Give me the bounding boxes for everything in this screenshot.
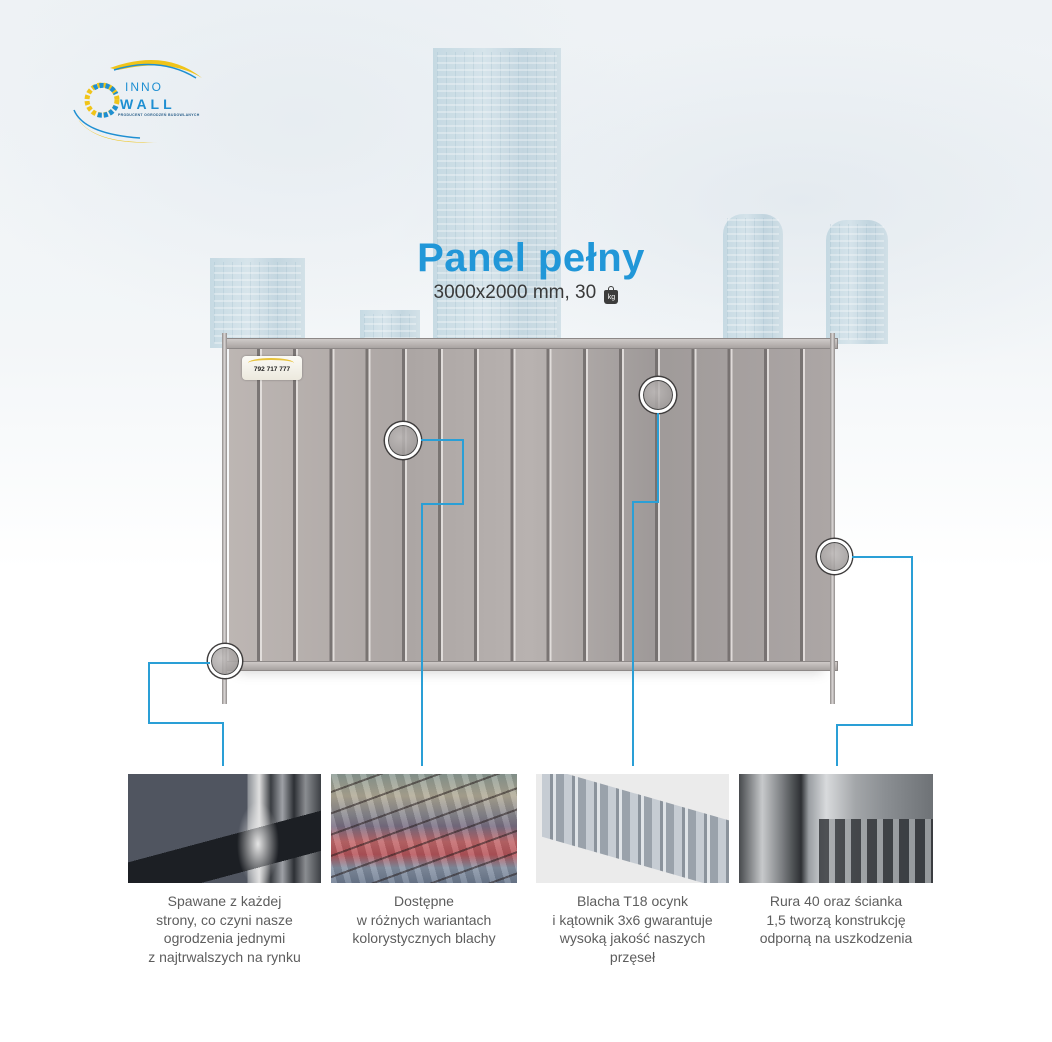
caption-line: i kątownik 3x6 gwarantuje — [552, 911, 713, 928]
caption-line: odporną na uszkodzenia — [759, 930, 913, 946]
logo-tagline: PRODUCENT OGRODZEŃ BUDOWLANYCH — [118, 113, 200, 117]
callout-sheet-color — [385, 422, 421, 459]
feature-caption-colors: Dostępne w różnych wariantach kolorystyc… — [321, 892, 527, 948]
innowall-logo: INNO WALL PRODUCENT OGRODZEŃ BUDOWLANYCH — [70, 50, 205, 150]
welded-pipes-photo — [128, 774, 321, 883]
building — [723, 214, 783, 344]
caption-line: w różnych wariantach — [356, 911, 492, 928]
building — [826, 220, 888, 344]
caption-line: wysoką jakość naszych — [559, 930, 706, 946]
caption-line: Rura 40 oraz ścianka — [769, 893, 903, 909]
callout-weld-point — [208, 644, 242, 678]
sticker-logo-icon — [248, 358, 294, 368]
caption-line: Dostępne — [394, 893, 454, 909]
fence-right-post — [830, 333, 835, 704]
fence-contact-sticker: 792 717 777 — [242, 356, 302, 380]
caption-line: 1,5 tworzą konstrukcję — [766, 911, 906, 928]
feature-caption-welding: Spawane z każdej strony, co czyni nasze … — [118, 892, 331, 966]
dimensions-text: 3000x2000 mm, 30 — [433, 282, 597, 303]
callout-pipe-frame — [817, 539, 852, 574]
caption-line: przęseł — [609, 948, 656, 965]
caption-line: z najtrwalszych na rynku — [148, 948, 301, 965]
caption-line: kolorystycznych blachy — [352, 930, 496, 946]
logo-word-wall: WALL — [120, 96, 176, 112]
fence-left-post — [222, 333, 227, 704]
kettlebell-weight-icon: kg — [604, 286, 619, 304]
caption-line: ogrodzenia jednymi — [163, 930, 286, 946]
sticker-phone: 792 717 777 — [253, 366, 291, 373]
feature-caption-sheet: Blacha T18 ocynk i kątownik 3x6 gwarantu… — [526, 892, 739, 966]
colored-roof-sheets-photo — [331, 774, 517, 883]
galvanized-t18-sheet-photo — [536, 774, 729, 883]
caption-line: strony, co czyni nasze — [156, 911, 293, 928]
caption-line: Blacha T18 ocynk — [576, 893, 689, 909]
fence-bottom-rail — [224, 661, 838, 671]
caption-line: Spawane z każdej — [167, 893, 282, 909]
logo-word-inno: INNO — [125, 80, 163, 94]
feature-caption-pipe: Rura 40 oraz ścianka 1,5 tworzą konstruk… — [729, 892, 943, 948]
product-dimensions: 3000x2000 mm, 30 kg — [0, 282, 1052, 304]
pipe-frame-closeup-photo — [739, 774, 933, 883]
fence-top-rail — [224, 338, 838, 349]
product-title: Panel pełny — [417, 236, 645, 280]
fence-corrugation — [229, 348, 831, 661]
callout-sheet-t18 — [640, 377, 676, 413]
building — [433, 48, 561, 348]
logo-swoosh-icon — [73, 60, 202, 143]
